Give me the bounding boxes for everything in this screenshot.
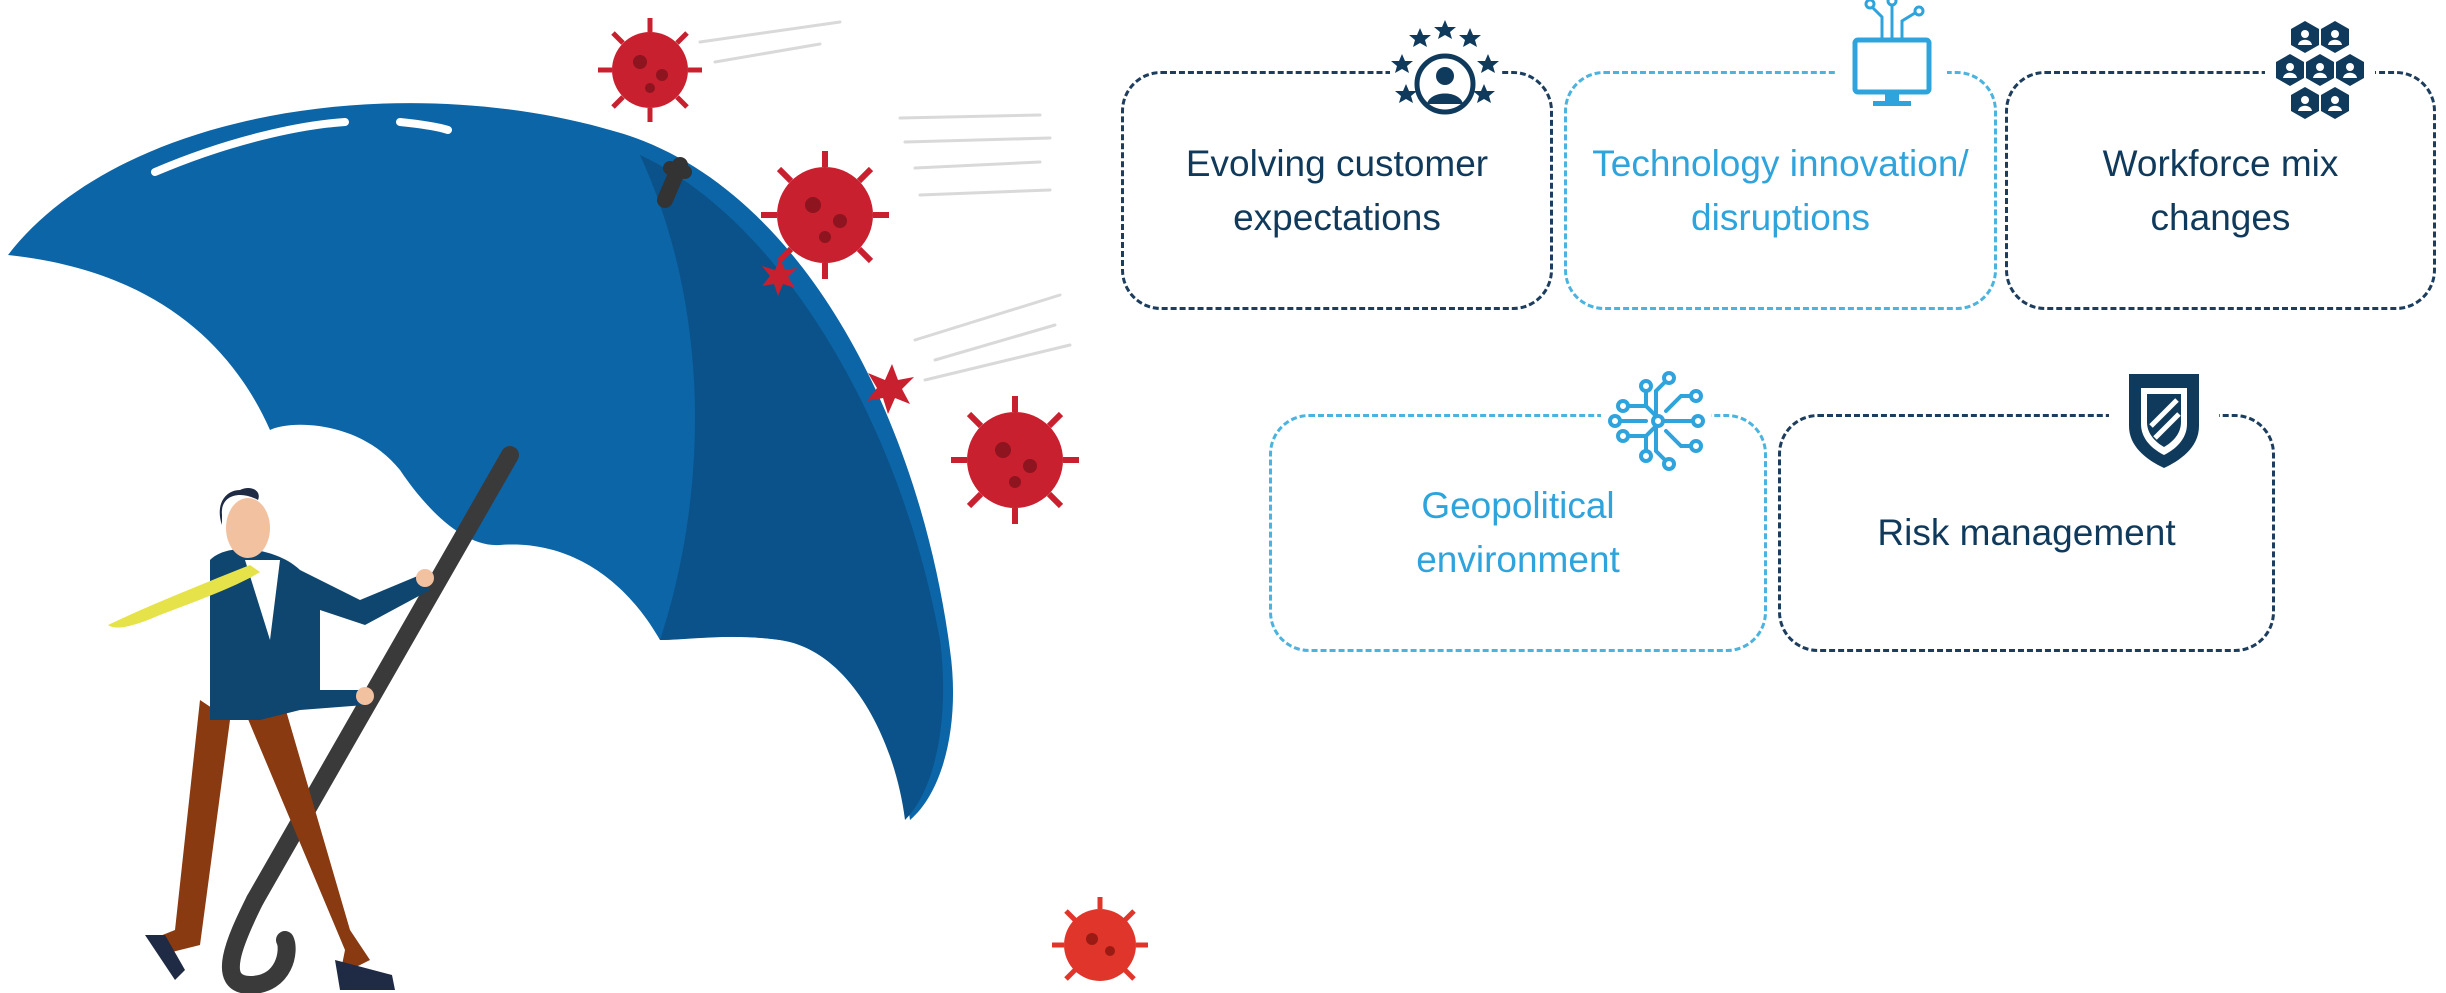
- virus-icon: [598, 18, 702, 122]
- impact-burst: [762, 258, 914, 414]
- factor-label: Risk management: [1877, 512, 2176, 553]
- computer-circuit-icon: [1837, 0, 1947, 110]
- factor-card-customer-expectations: Evolving customer expectations: [1121, 71, 1553, 310]
- network-nodes-icon: [1601, 366, 1711, 476]
- customer-rating-icon: [1390, 16, 1500, 126]
- factor-label: Technology innovation/ disruptions: [1592, 142, 1969, 238]
- workforce-network-icon: [2265, 16, 2375, 126]
- virus-icon: [1052, 897, 1148, 981]
- shield-icon: [2109, 366, 2219, 476]
- factor-card-technology-innovation: Technology innovation/ disruptions: [1564, 71, 1997, 310]
- factor-label: Evolving customer expectations: [1185, 142, 1489, 238]
- factor-card-risk-management: Risk management: [1778, 414, 2275, 652]
- virus-icon: [951, 396, 1079, 524]
- factor-label: Workforce mix changes: [2102, 142, 2339, 238]
- factor-card-geopolitical: Geopolitical environment: [1269, 414, 1767, 652]
- motion-lines: [698, 20, 1072, 382]
- factor-label: Geopolitical environment: [1416, 485, 1620, 580]
- virus-icon: [761, 151, 889, 279]
- businessman: [108, 488, 434, 990]
- businessman-umbrella-illustration: [8, 18, 1148, 993]
- factor-card-workforce-mix: Workforce mix changes: [2005, 71, 2436, 310]
